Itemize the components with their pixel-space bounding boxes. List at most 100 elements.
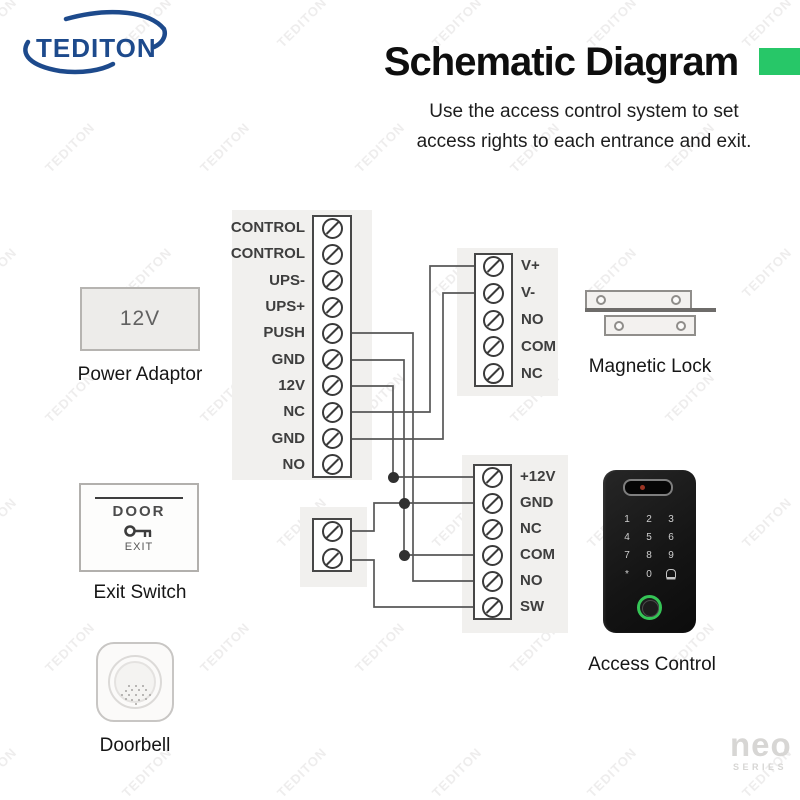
subtitle-line-1: Use the access control system to set	[429, 101, 739, 122]
access-control-label: Access Control	[588, 654, 716, 675]
terminal-label-no: NO	[282, 455, 306, 473]
screw-terminal	[321, 296, 343, 318]
wire-junction	[399, 498, 410, 509]
screw-terminal	[482, 492, 503, 514]
magnetic-lock-screw-hole	[614, 321, 624, 331]
wire-junction	[399, 550, 410, 561]
keypad-key-*: *	[625, 569, 629, 580]
wire-12v-to-12v	[352, 385, 473, 478]
screw-terminal	[482, 518, 503, 540]
exit-switch-line	[95, 497, 183, 499]
terminal-label-nc: NC	[520, 520, 542, 537]
camera-slot	[623, 479, 673, 496]
keypad-key-2: 2	[646, 514, 652, 525]
screw-terminal	[321, 521, 343, 542]
screw-terminal	[321, 454, 343, 476]
magnetic-lock-screw-hole	[676, 321, 686, 331]
terminal-label-control: CONTROL	[230, 219, 305, 237]
subtitle-line-2: access rights to each entrance and exit.	[416, 131, 752, 152]
terminal-label-gnd: GND	[520, 494, 554, 511]
screw-terminal	[321, 270, 343, 292]
neo-series-sub: SERIES	[732, 762, 787, 772]
magnetic-lock-bottom-bar	[604, 315, 696, 336]
terminal-label-no: NO	[521, 311, 544, 328]
screw-terminal	[321, 428, 343, 450]
wire-gnd-vertical	[352, 359, 405, 555]
screw-terminal	[482, 570, 503, 592]
terminal-label-control: CONTROL	[230, 245, 305, 263]
wire-exit-bottom-to-sw	[352, 559, 473, 608]
terminal-label-push: PUSH	[263, 324, 305, 342]
power-adaptor-label: Power Adaptor	[77, 364, 203, 385]
keypad-key-9: 9	[668, 550, 674, 561]
wire-gnd-to-vminus	[352, 292, 474, 440]
screw-terminal	[321, 349, 343, 371]
accent-block	[759, 48, 800, 75]
exit-switch-label: Exit Switch	[93, 582, 187, 603]
keypad-key-3: 3	[668, 514, 674, 525]
doorbell-inner-ring	[114, 661, 156, 703]
doorbell-label: Doorbell	[99, 735, 171, 756]
keypad-key-4: 4	[624, 532, 630, 543]
screw-terminal	[321, 401, 343, 423]
terminal-label-v+: V+	[521, 257, 540, 275]
exit-switch-door-text: DOOR	[112, 503, 166, 520]
magnetic-lock-label: Magnetic Lock	[588, 356, 712, 377]
doorbell-box	[96, 642, 174, 722]
camera-lens	[640, 485, 645, 490]
terminal-label-12v: 12V	[278, 376, 305, 394]
terminal-block-access	[473, 464, 512, 620]
power-adaptor-voltage: 12V	[119, 307, 161, 330]
keypad-key-1: 1	[624, 514, 630, 525]
terminal-label-sw: SW	[520, 598, 545, 615]
screw-terminal	[483, 336, 504, 358]
screw-terminal	[482, 544, 503, 566]
page-title: Schematic Diagram	[383, 40, 739, 84]
page-subtitle: Use the access control system to set acc…	[408, 97, 760, 157]
magnetic-lock-screw-hole	[596, 295, 606, 305]
exit-switch-box: DOOR EXIT	[79, 483, 199, 572]
magnetic-lock-screw-hole	[671, 295, 681, 305]
tediton-logo-text: TEDITON	[36, 33, 157, 63]
tediton-logo: TEDITON	[23, 9, 167, 75]
magnetic-lock-plate-edge	[585, 308, 716, 312]
screw-terminal	[321, 548, 343, 569]
terminal-label-v-: V-	[521, 284, 536, 302]
screw-terminal	[483, 255, 504, 277]
terminal-label-com: COM	[521, 337, 556, 355]
doorbell-key-icon	[663, 569, 679, 583]
keypad-key-7: 7	[624, 550, 630, 561]
keypad-key-0: 0	[646, 569, 652, 580]
terminal-label-nc: NC	[521, 364, 543, 382]
terminal-label-com: COM	[520, 546, 555, 563]
terminal-label-gnd: GND	[271, 350, 305, 368]
keypad-key-6: 6	[668, 532, 674, 543]
terminal-label-nc: NC	[283, 403, 305, 421]
neo-series-logo: neo SERIES	[730, 726, 792, 772]
screw-terminal	[321, 243, 343, 265]
screw-terminal	[321, 322, 343, 344]
screw-terminal	[483, 309, 504, 331]
screw-terminal	[482, 466, 503, 488]
doorbell-speaker-holes	[135, 694, 137, 696]
screw-terminal	[482, 596, 503, 618]
neo-series-name: neo	[730, 726, 792, 763]
keypad-key-5: 5	[646, 532, 652, 543]
screw-terminal	[321, 375, 343, 397]
wire-nc-to-vplus	[352, 265, 474, 413]
terminal-label-+12v: +12V	[520, 468, 556, 485]
screw-terminal	[483, 363, 504, 385]
power-adaptor-box: 12V	[80, 287, 200, 351]
exit-switch-exit-text: EXIT	[124, 541, 154, 553]
key-icon	[124, 525, 152, 537]
screw-terminal	[321, 217, 343, 239]
terminal-label-ups+: UPS+	[265, 298, 305, 316]
wire-junction	[388, 472, 399, 483]
screw-terminal	[483, 282, 504, 304]
wire-exit-top	[352, 502, 404, 532]
wire-push-to-no	[352, 332, 473, 582]
fingerprint-sensor	[637, 595, 662, 620]
